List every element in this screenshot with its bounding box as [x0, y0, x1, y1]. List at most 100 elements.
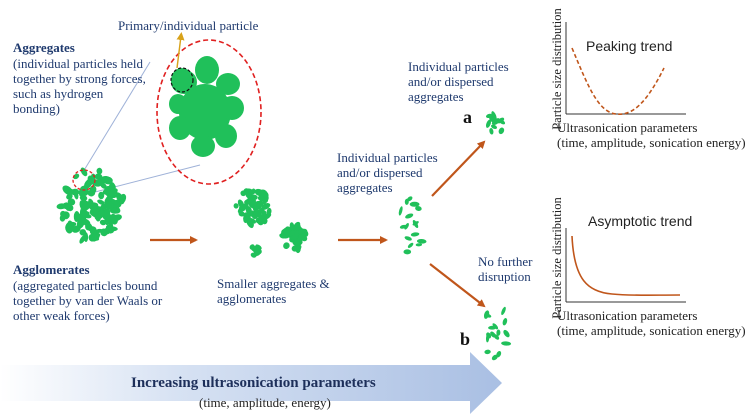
small-aggregate-particle [243, 216, 249, 223]
individual-top-label-2: and/or dispersed [408, 74, 494, 89]
dispersed-particle [503, 329, 510, 338]
small-aggregate-particle [300, 235, 308, 242]
small-aggregate-particle [249, 220, 254, 229]
agglomerates-title: Agglomerates [13, 262, 90, 277]
asymptotic-y-label: Particle size distribution [549, 197, 564, 319]
small-aggregate-particle [262, 195, 268, 205]
agglomerate-particle [62, 185, 73, 196]
dispersed-particle [485, 334, 490, 343]
small-aggregate-particle [297, 229, 304, 235]
dispersed-particle [496, 350, 502, 358]
peaking-trend-title: Peaking trend [586, 38, 673, 54]
agglomerate-particle [99, 219, 107, 226]
smaller-aggregates [233, 188, 309, 258]
agglomerate-particle [80, 167, 88, 177]
small-aggregate-particle [237, 199, 245, 209]
agglomerate-particle [62, 202, 71, 210]
zoom-line-top [82, 61, 151, 173]
smaller-aggregates-label-1: Smaller aggregates & [217, 276, 330, 291]
small-aggregate-particle [280, 232, 291, 239]
small-aggregate-particle [240, 190, 246, 197]
agglomerate-particle [73, 173, 80, 180]
dispersed-particle [491, 124, 497, 130]
arrow-path-b [429, 263, 486, 308]
small-aggregate-particle [266, 207, 272, 216]
asymptotic-x-label-2: (time, amplitude, sonication energy) [557, 323, 746, 338]
small-aggregate-particle [261, 216, 267, 222]
agglomerate-particle [91, 202, 98, 209]
dispersed-particle [412, 221, 419, 226]
dispersed-particle [404, 223, 409, 230]
small-aggregate-particle [252, 205, 259, 212]
agglomerate-particle [104, 207, 111, 217]
small-aggregate-particle [251, 211, 259, 220]
agglomerate-cluster [56, 167, 127, 244]
dispersed-particle [489, 128, 494, 135]
agglomerate-particle [78, 189, 90, 197]
small-aggregate-particle [246, 192, 255, 202]
banner-subtitle: (time, amplitude, energy) [199, 395, 331, 410]
small-aggregate-particle [253, 249, 261, 256]
agglomerate-particle [89, 227, 95, 235]
aggregate-zoom-marker [72, 169, 96, 191]
small-aggregate-particle [238, 210, 245, 217]
dispersed-particle [405, 213, 414, 219]
agglomerate-particle [97, 199, 105, 205]
individual-mid-label-1: Individual particles [337, 150, 438, 165]
agglomerate-particle [101, 175, 112, 183]
zoomed-aggregate-shape [169, 56, 244, 157]
primary-particle-pointer [176, 32, 185, 69]
dispersed-particle [415, 206, 422, 211]
asymptotic-x-label-1: Ultrasonication parameters [557, 308, 698, 323]
agglomerate-particle [79, 235, 86, 244]
agglomerate-particle [105, 224, 115, 234]
dispersed-particle [501, 341, 512, 346]
dispersed-particle [409, 201, 420, 207]
dispersed-particles-bottom [483, 306, 512, 361]
individual-mid-label-2: and/or dispersed [337, 165, 423, 180]
dispersed-particle [404, 236, 412, 241]
agglomerate-particle [84, 178, 93, 189]
dispersed-particle [398, 206, 403, 216]
dispersed-particle [415, 243, 423, 247]
small-aggregate-particle [282, 227, 291, 234]
arrow-path-a [431, 140, 486, 197]
agglomerate-particle [96, 167, 103, 175]
dispersed-particle [496, 329, 501, 336]
dispersed-particle [498, 127, 505, 135]
asymptotic-trend-chart [565, 228, 686, 303]
small-aggregate-particle [246, 210, 253, 217]
agglomerate-particle [71, 225, 81, 233]
agglomerate-particle [79, 229, 87, 236]
dispersed-particle [502, 318, 508, 326]
agglomerate-particle [89, 233, 99, 240]
aggregates-desc-line-4: bonding) [13, 101, 60, 116]
agglomerates-desc-line-1: (aggregated particles bound [13, 278, 158, 293]
dispersed-particle [486, 119, 491, 128]
path-a-marker: a [463, 107, 472, 127]
dispersed-particles-top [485, 111, 506, 135]
dispersed-particle [404, 198, 409, 205]
dispersed-particle [483, 310, 490, 319]
dispersed-particle [490, 331, 496, 338]
asymptotic-trend-curve [571, 235, 681, 297]
agglomerate-particle [82, 218, 91, 227]
small-aggregate-particle [261, 202, 271, 210]
dispersed-particle [485, 113, 493, 119]
individual-mid-label-3: aggregates [337, 180, 393, 195]
dispersed-particle [491, 111, 497, 121]
increasing-parameters-banner [0, 352, 502, 414]
agglomerate-particle [102, 189, 110, 195]
agglomerate-particle [115, 194, 124, 205]
asymptotic-trend-title: Asymptotic trend [588, 213, 693, 229]
dispersed-particle [492, 323, 499, 330]
small-aggregate-particle [251, 188, 256, 195]
smaller-aggregates-label-2: agglomerates [217, 291, 287, 306]
agglomerate-particle [98, 191, 105, 200]
dispersed-particles-mid [398, 196, 427, 255]
agglomerate-particle [60, 210, 67, 218]
peaking-x-label-2: (time, amplitude, sonication energy) [557, 135, 746, 150]
dispersed-particle [403, 249, 412, 255]
no-further-label-2: disruption [478, 269, 531, 284]
